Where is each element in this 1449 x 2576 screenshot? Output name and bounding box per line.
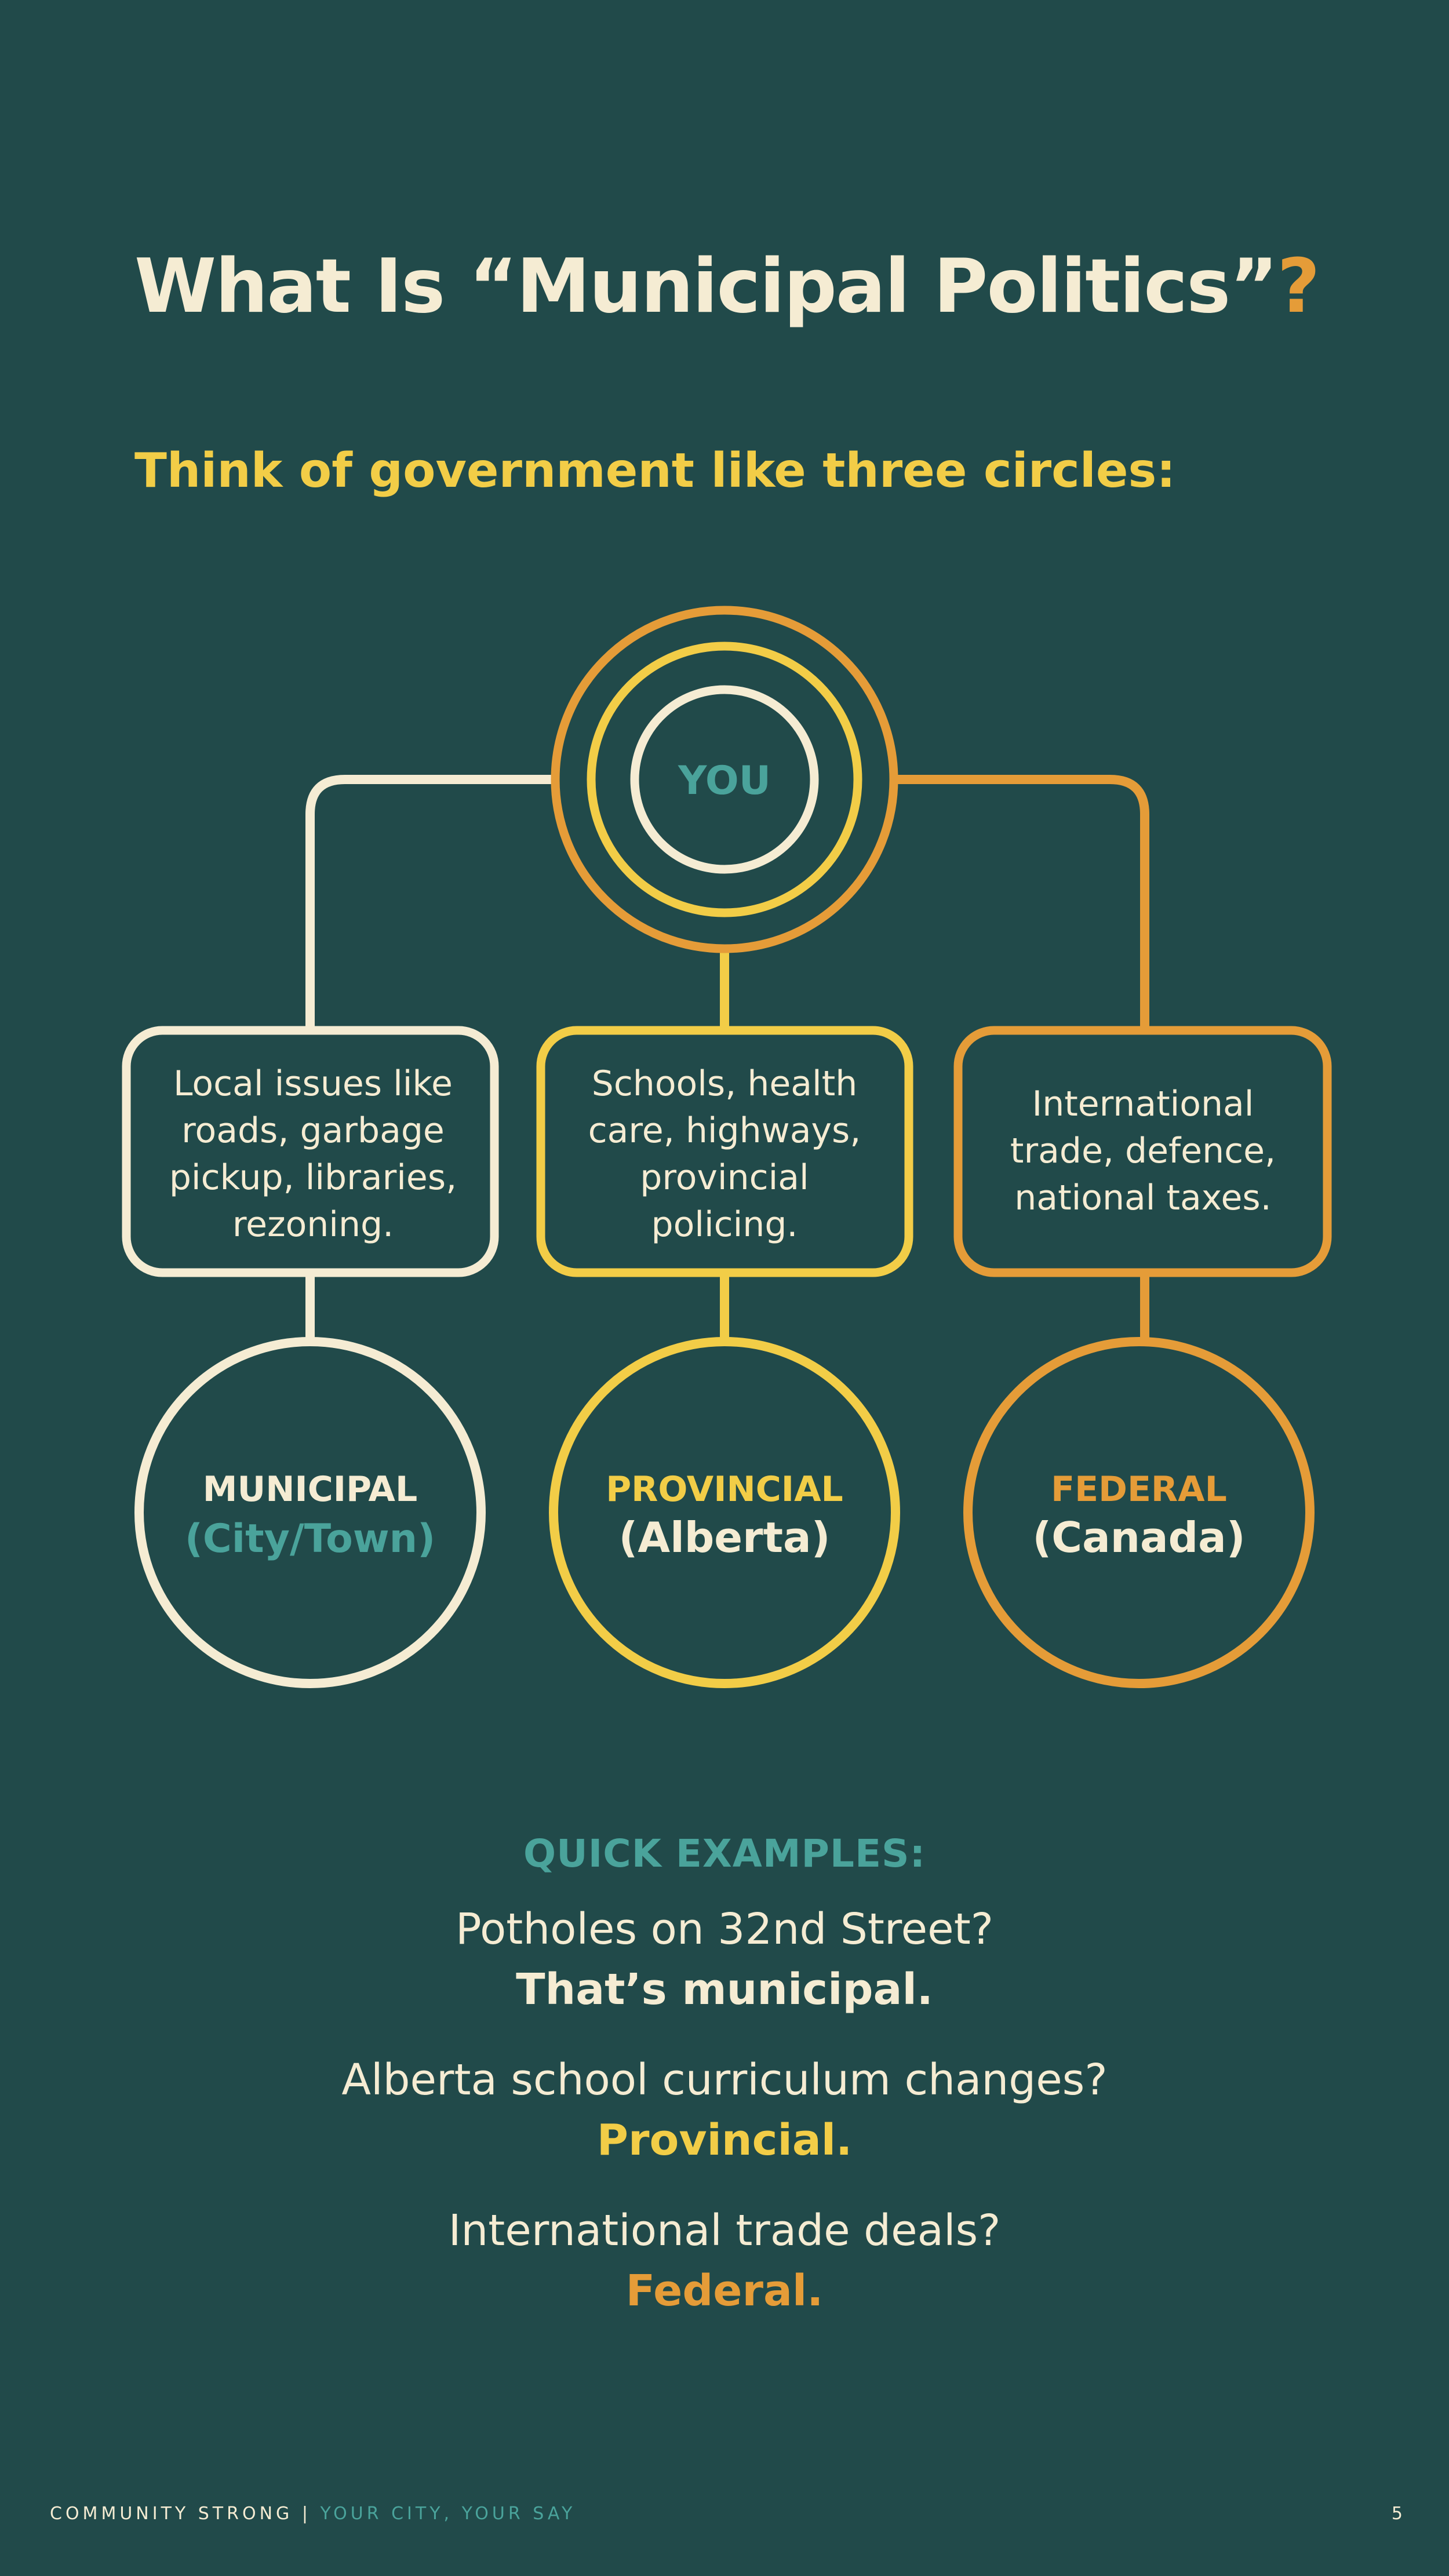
provincial-desc-line: care, highways, [588,1110,861,1151]
municipal-desc-line: Local issues like [173,1063,453,1104]
provincial-desc-line: Schools, health [592,1063,858,1104]
connector-federal [894,775,1149,1030]
provincial-sub: (Alberta) [618,1513,830,1562]
municipal-circle [134,1337,486,1688]
municipal-name: MUNICIPAL [203,1469,417,1510]
example-item: Alberta school curriculum changes? Provi… [0,2050,1449,2170]
page-subtitle: Think of government like three circles: [134,443,1176,498]
federal-sub: (Canada) [1032,1513,1245,1562]
federal-desc-line: trade, defence, [1010,1131,1276,1171]
federal-desc: International trade, defence, national t… [1010,1084,1276,1218]
page-number: 5 [1391,2504,1403,2524]
example-question: International trade deals? [448,2206,1001,2256]
example-item: Potholes on 32nd Street? That’s municipa… [0,1899,1449,2020]
municipal-desc-line: pickup, libraries, [169,1157,457,1198]
provincial-desc-box [536,1026,913,1277]
federal-ring [551,606,898,953]
federal-desc-box [953,1026,1332,1277]
municipal-desc: Local issues like roads, garbage pickup,… [169,1063,457,1245]
page-title-text: What Is “Municipal Politics” [134,243,1278,330]
provincial-desc-line: provincial [640,1157,809,1198]
federal-desc-line: national taxes. [1014,1178,1271,1218]
provincial-name: PROVINCIAL [606,1469,843,1510]
federal-desc-line: International [1032,1084,1254,1124]
quick-examples-heading: QUICK EXAMPLES: [523,1831,926,1876]
provincial-desc-line: policing. [651,1204,798,1245]
example-question: Potholes on 32nd Street? [456,1904,993,1954]
provincial-circle [549,1337,900,1688]
example-item: International trade deals? Federal. [0,2200,1449,2321]
page-title: What Is “Municipal Politics”? [134,243,1320,330]
municipal-ring [630,685,819,874]
federal-circle [963,1337,1315,1688]
provincial-ring [587,642,862,917]
footer: COMMUNITY STRONG | YOUR CITY, YOUR SAY [50,2504,576,2524]
municipal-desc-line: roads, garbage [181,1110,445,1151]
federal-name: FEDERAL [1051,1469,1227,1510]
provincial-desc: Schools, health care, highways, provinci… [588,1063,861,1245]
government-circles-diagram: YOU Local issues like roads, garbage pic… [122,606,1332,1688]
page-title-mark: ? [1277,243,1320,330]
example-answer: Federal. [625,2266,824,2316]
municipal-sub: (City/Town) [185,1516,435,1562]
example-question: Alberta school curriculum changes? [341,2055,1108,2105]
example-answer: That’s municipal. [516,1965,933,2014]
footer-brand: COMMUNITY STRONG | [50,2504,311,2524]
example-answer: Provincial. [596,2115,853,2165]
connector-municipal [305,775,636,1030]
center-label: YOU [678,758,771,804]
footer-tagline: YOUR CITY, YOUR SAY [320,2504,576,2524]
municipal-desc-box [122,1026,499,1277]
municipal-desc-line: rezoning. [232,1204,394,1245]
quick-examples: QUICK EXAMPLES: Potholes on 32nd Street?… [0,1831,1449,2351]
